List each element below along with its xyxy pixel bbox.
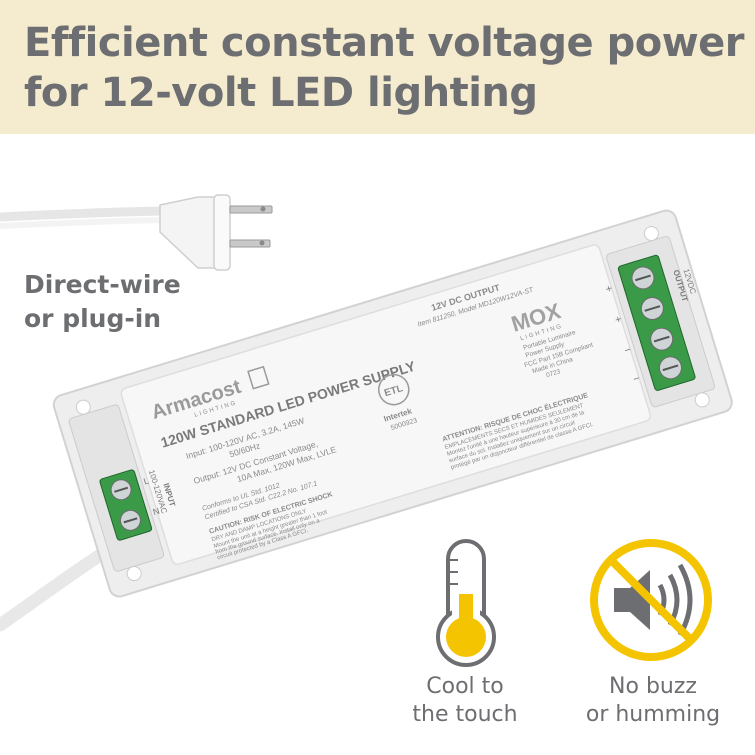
buzz-caption-line-1: No buzz	[609, 674, 697, 699]
plug-prongs	[229, 205, 273, 248]
cool-to-touch-caption: Cool to the touch	[400, 673, 530, 729]
minus-sign-1: −	[623, 344, 633, 357]
side-label-line-2: or plug-in	[24, 304, 162, 333]
plus-sign-1: +	[604, 283, 614, 296]
etl-mark-icon	[378, 373, 410, 406]
terminal-n: N	[152, 506, 161, 517]
thermometer-icon	[436, 539, 496, 667]
etl-mark: ETL	[383, 383, 404, 399]
power-supply: Armacost LIGHTING 120W STANDARD LED POWE…	[52, 209, 733, 598]
mx-line-5: 0723	[545, 368, 561, 379]
headline: Efficient constant voltage power for 12-…	[24, 18, 745, 118]
header-banner: Efficient constant voltage power for 12-…	[0, 0, 755, 134]
plug-cord	[0, 194, 231, 271]
plus-sign-2: +	[614, 313, 624, 326]
no-buzz-caption: No buzz or humming	[578, 673, 728, 729]
brand-logo-icon	[247, 365, 270, 390]
side-label-line-1: Direct-wire	[24, 270, 181, 299]
headline-line-2: for 12-volt LED lighting	[24, 70, 538, 116]
terminal-l: L	[142, 476, 150, 487]
minus-sign-2: −	[632, 373, 642, 386]
direct-wire-label: Direct-wire or plug-in	[24, 268, 181, 336]
headline-line-1: Efficient constant voltage power	[24, 20, 745, 66]
cool-caption-line-1: Cool to	[426, 674, 504, 699]
input-terminal-block	[99, 469, 153, 541]
no-sound-icon	[590, 539, 712, 661]
output-terminal-block	[617, 254, 696, 391]
cool-caption-line-2: the touch	[412, 702, 518, 727]
buzz-caption-line-2: or humming	[585, 702, 721, 727]
